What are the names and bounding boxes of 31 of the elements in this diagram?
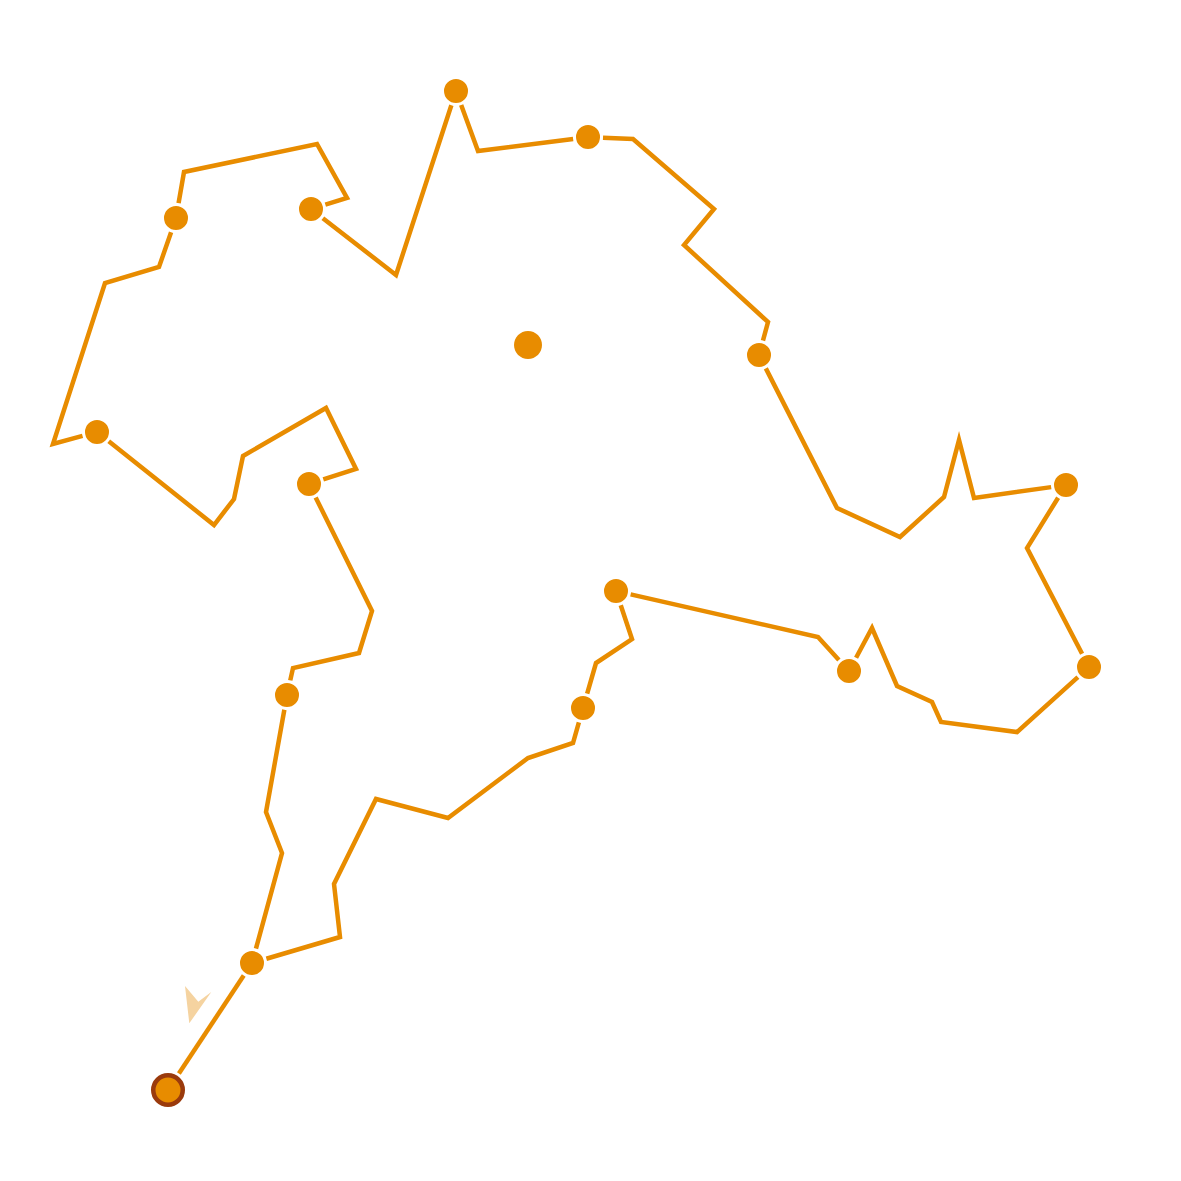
dot <box>82 417 112 447</box>
dot <box>568 693 598 723</box>
path-line <box>854 622 1080 735</box>
dot <box>441 76 471 106</box>
path-line <box>265 721 582 961</box>
path-line <box>1024 496 1085 655</box>
dot <box>294 469 324 499</box>
path-line <box>459 104 574 154</box>
path-line <box>176 141 351 207</box>
path-line <box>107 404 360 529</box>
path-line <box>321 104 454 279</box>
dot <box>272 680 302 710</box>
dot <box>1051 470 1081 500</box>
dot <box>1074 652 1104 682</box>
path-line <box>288 496 375 681</box>
path-line <box>602 135 771 342</box>
dot <box>601 576 631 606</box>
path-line <box>763 367 1052 540</box>
dot <box>573 122 603 152</box>
path-line <box>585 604 635 695</box>
dot <box>744 340 774 370</box>
dot <box>237 948 267 978</box>
path-line <box>630 592 841 662</box>
dot <box>161 203 191 233</box>
path-line <box>253 709 287 950</box>
dot <box>834 656 864 686</box>
ringed-dot <box>151 1073 185 1107</box>
dot <box>514 331 542 359</box>
path-line <box>177 974 246 1075</box>
path-line <box>49 231 174 448</box>
dot <box>296 194 326 224</box>
